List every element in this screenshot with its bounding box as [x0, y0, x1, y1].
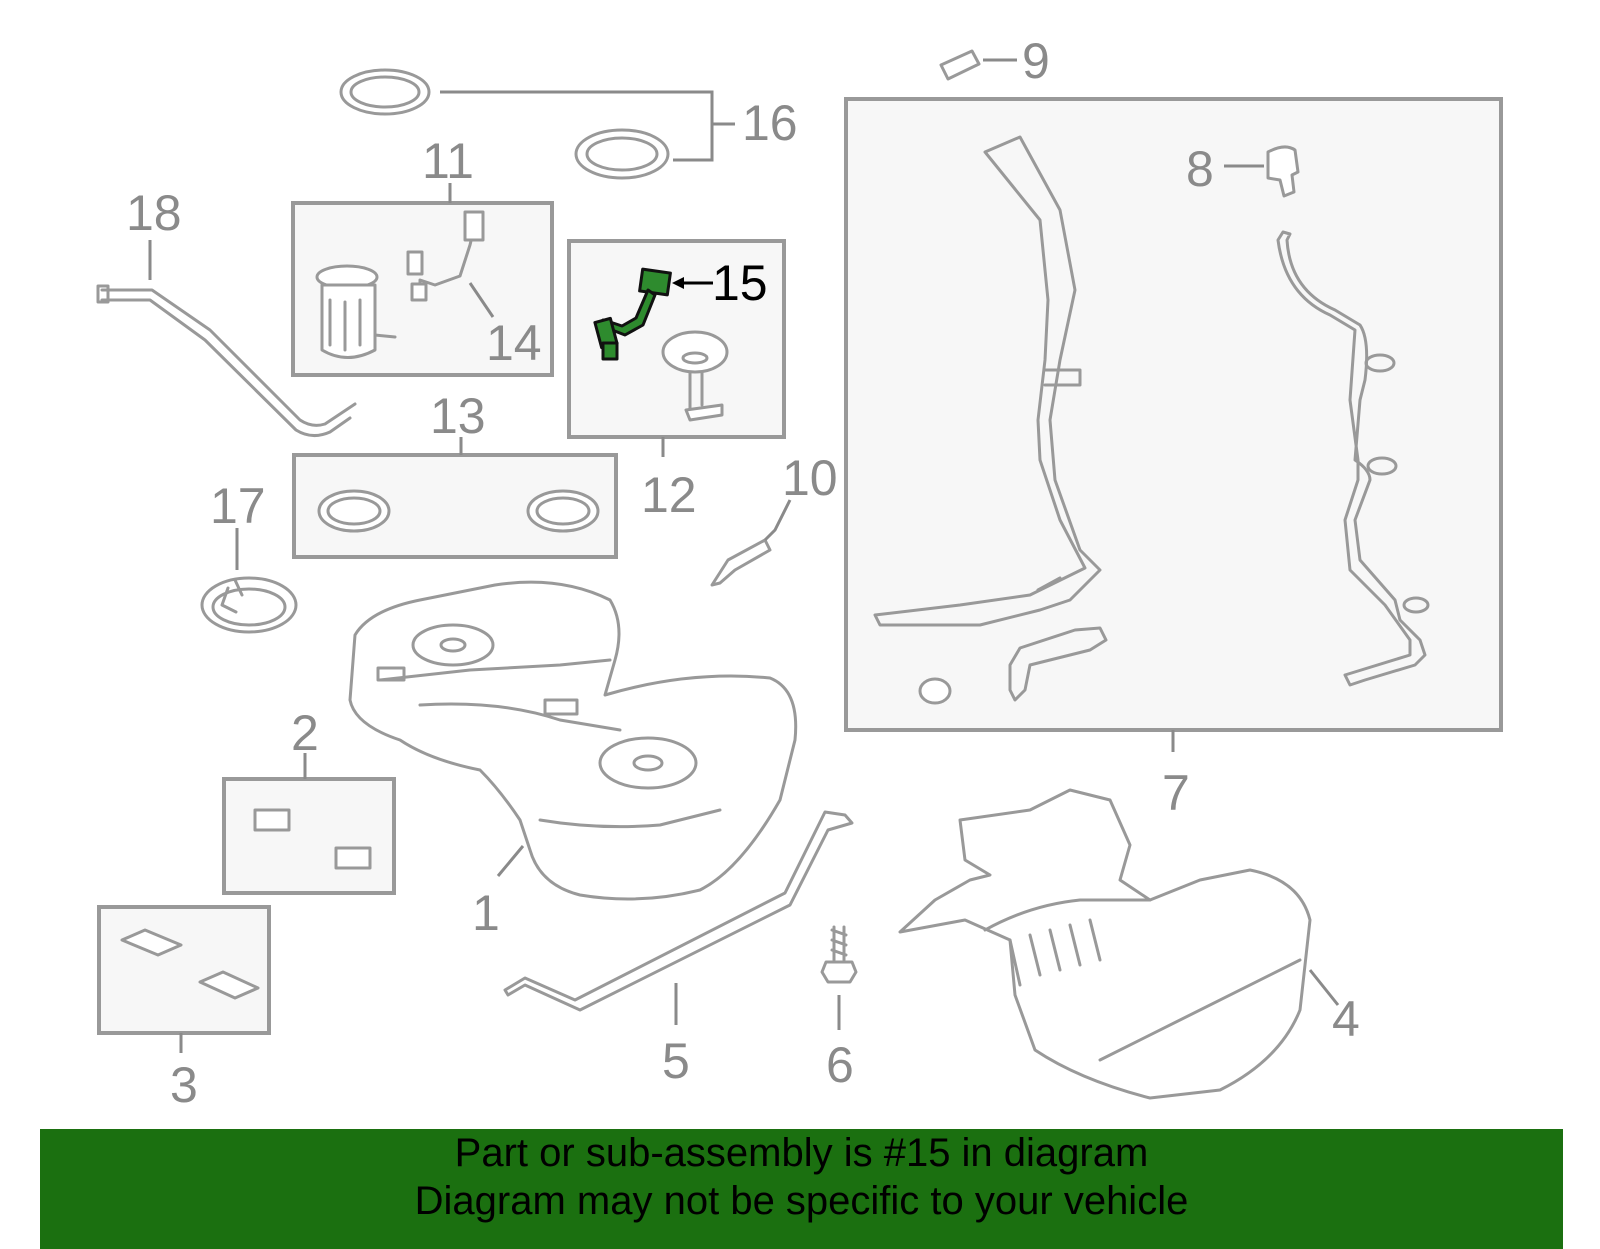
notice-line-1: Part or sub-assembly is #15 in diagram	[454, 1131, 1149, 1175]
group-3-box	[97, 905, 271, 1035]
part-2-pads	[253, 808, 372, 870]
callout-6: 6	[826, 1037, 854, 1093]
callout-12: 12	[641, 467, 697, 523]
callout-4-leader	[1308, 969, 1340, 1006]
part-3-pads	[120, 928, 260, 1000]
callout-1-leader	[496, 845, 525, 877]
part-10-clip	[710, 499, 792, 587]
part-9-label-plate	[939, 49, 1017, 81]
part-17-lock-ring	[200, 576, 298, 634]
notice-banner: Part or sub-assembly is #15 in diagram D…	[40, 1129, 1563, 1249]
callout-7: 7	[1162, 765, 1190, 821]
callout-11: 11	[422, 133, 474, 189]
group-7-box	[844, 97, 1503, 732]
callout-16: 16	[742, 95, 798, 151]
part-6-bolt	[820, 925, 858, 984]
callout-5: 5	[662, 1033, 690, 1089]
part-7-vent-line	[1276, 230, 1430, 687]
part-12-fuel-sender	[661, 330, 729, 422]
callout-18: 18	[126, 185, 182, 241]
callout-1: 1	[472, 885, 500, 941]
group-2-box	[222, 777, 396, 895]
part-14-wiring-harness	[406, 210, 495, 318]
callout-16-leader	[440, 90, 735, 162]
callout-15: 15	[712, 255, 768, 311]
callout-4: 4	[1332, 991, 1360, 1047]
part-11-fuel-pump	[315, 264, 397, 359]
callout-15-arrow	[672, 277, 684, 289]
callout-14: 14	[486, 315, 542, 371]
part-15-highlighted-harness	[593, 267, 672, 361]
part-16-lock-rings	[339, 68, 670, 180]
notice-line-2: Diagram may not be specific to your vehi…	[414, 1179, 1189, 1223]
callout-10: 10	[782, 450, 838, 506]
part-4-heat-shield	[898, 788, 1312, 1100]
part-8-connector	[1224, 145, 1300, 198]
part-18-vent-tube	[96, 284, 357, 437]
callout-3: 3	[170, 1057, 198, 1113]
part-13-gaskets	[317, 489, 600, 533]
callout-9: 9	[1022, 33, 1050, 89]
callout-17: 17	[210, 478, 266, 534]
part-1-fuel-tank	[348, 580, 798, 901]
part-7-filler-pipe	[873, 135, 1108, 705]
callout-8: 8	[1186, 141, 1214, 197]
callout-2: 2	[291, 705, 319, 761]
part-5-strap	[503, 810, 854, 1012]
callout-13: 13	[430, 388, 486, 444]
